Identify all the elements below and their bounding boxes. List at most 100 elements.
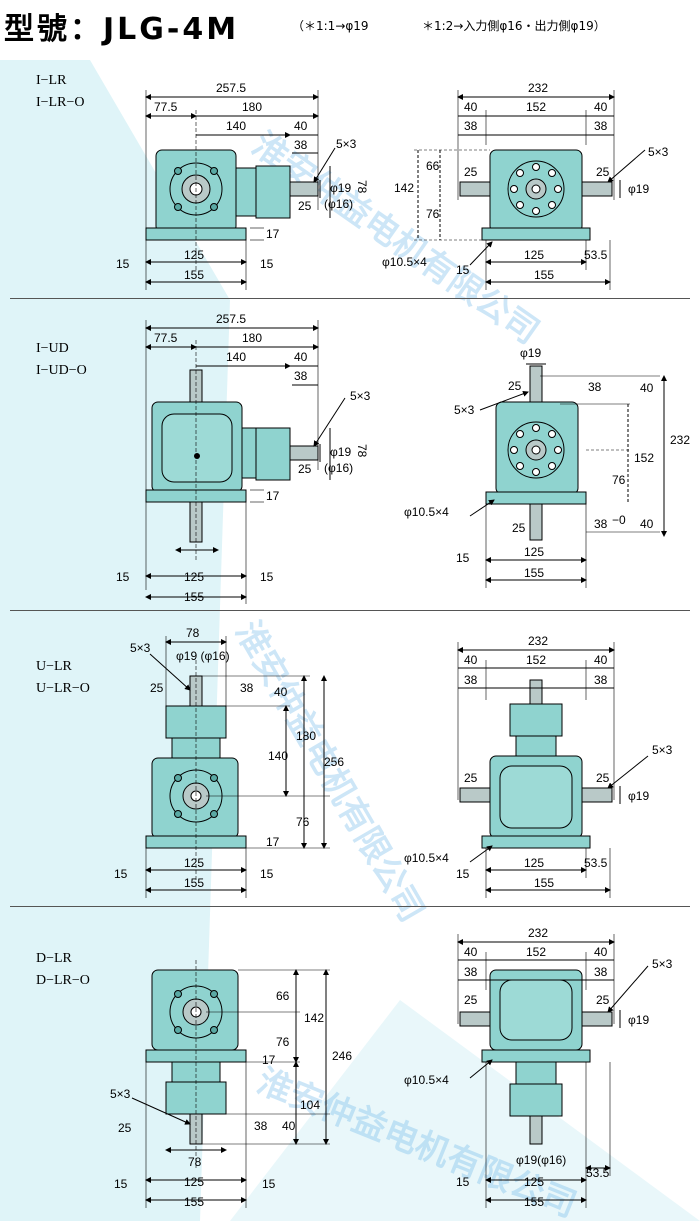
bolt-hole (210, 810, 218, 818)
dim-text: 76 (296, 815, 310, 829)
dim-text: 140 (268, 749, 288, 763)
dim-text: φ10.5×4 (404, 1073, 449, 1087)
bolt-hole (210, 167, 218, 175)
bolt-hole (174, 1026, 182, 1034)
dim-text: 15 (260, 867, 274, 881)
s2-right-view (469, 363, 667, 588)
section-divider (10, 610, 690, 611)
base-foot (481, 1049, 591, 1063)
dim-text: −0 (612, 513, 626, 527)
dim-text: 155 (184, 268, 204, 282)
dim-text: φ19 (φ16) (176, 649, 230, 663)
label-line: D−LR−O (36, 973, 90, 988)
dim-text: 17 (266, 227, 280, 241)
dim-text: 40 (464, 100, 478, 114)
dim-text: 15 (116, 257, 130, 271)
center-mark (194, 453, 200, 459)
base-foot (481, 835, 591, 849)
bolt-hole (510, 185, 518, 193)
dim-text: 15 (114, 867, 128, 881)
housing-neck (515, 735, 557, 759)
bore-center (531, 445, 541, 455)
dim-text: φ19 (628, 182, 649, 196)
dim-text: 66 (276, 989, 290, 1003)
bolt-hole (174, 990, 182, 998)
dim-text: 125 (184, 1175, 204, 1189)
dim-text: 15 (260, 257, 274, 271)
dim-text: 38 (464, 965, 478, 979)
dim-text: 256 (324, 755, 344, 769)
dim-text: 5×3 (110, 1087, 131, 1101)
dim-text: 40 (640, 517, 654, 531)
dim-text: 17 (266, 835, 280, 849)
dim-text: 25 (118, 1121, 132, 1135)
dim-text: 140 (226, 119, 246, 133)
dim-text: 5×3 (130, 641, 151, 655)
output-shaft (581, 181, 613, 197)
flange-housing (509, 703, 563, 737)
flange-housing (255, 427, 291, 481)
output-shaft (581, 1011, 613, 1027)
bolt-hole (174, 810, 182, 818)
section-4-label: D−LR D−LR−O (36, 948, 90, 992)
dim-text: 155 (184, 876, 204, 890)
dim-text: 152 (526, 100, 546, 114)
dim-text: 5×3 (652, 743, 673, 757)
s2-left-dims: 257.5 77.5 180 140 40 38 5×3 φ19 (φ16) 2… (116, 312, 371, 604)
dim-text: 77.5 (154, 331, 178, 345)
dim-text: 15 (262, 1177, 276, 1191)
dim-text: 15 (260, 570, 274, 584)
bolt-hole (548, 169, 556, 177)
header: 型號：JLG-4M （＊1:1→φ19 ＊1:2→入力側φ16・出力側φ19） (0, 0, 700, 47)
dim-text: φ10.5×4 (382, 255, 427, 269)
dim-text: 38 (254, 1119, 268, 1133)
dim-text: 142 (394, 181, 414, 195)
s1-right-dims: 232 40 152 40 38 38 66 142 76 25 25 5×3 … (382, 81, 669, 282)
dim-text: 152 (526, 945, 546, 959)
bolt-hole (210, 990, 218, 998)
section-2-label: I−UD I−UD−O (36, 338, 87, 382)
section-divider (10, 906, 690, 907)
dim-text: 180 (242, 100, 262, 114)
s2-right-dims: φ19 25 38 40 5×3 232 152 76 φ10.5×4 25 3… (404, 346, 690, 580)
input-shaft (459, 181, 491, 197)
label-line: D−LR (36, 951, 72, 966)
output-shaft (581, 787, 613, 803)
base-foot (485, 491, 587, 505)
ratio-note-1: （＊1:1→φ19 (292, 19, 369, 33)
bolt-hole (516, 462, 524, 470)
s3-right-view (457, 642, 649, 898)
s1-left-dims: 257.5 77.5 180 140 40 38 5×3 φ19 (φ16) 2… (116, 81, 369, 282)
top-shaft (529, 679, 543, 707)
bolt-hole (532, 468, 540, 476)
housing-neck (235, 167, 257, 217)
top-shaft (529, 365, 543, 405)
dim-text: 38 (464, 673, 478, 687)
label-line: I−UD−O (36, 363, 87, 378)
dim-text: 125 (524, 1175, 544, 1189)
dim-text: 5×3 (652, 957, 673, 971)
bolt-hole (548, 201, 556, 209)
output-shaft (289, 445, 319, 461)
dim-text: 40 (594, 653, 608, 667)
dim-text: 155 (524, 566, 544, 580)
dim-text: 15 (114, 1177, 128, 1191)
dim-text: 5×3 (648, 145, 669, 159)
s3-left-dims: 78 5×3 φ19 (φ16) 25 38 40 180 140 256 76… (114, 626, 344, 890)
dim-text: 78 (186, 626, 200, 640)
dim-text: 77.5 (154, 100, 178, 114)
dim-text: 76 (276, 1035, 290, 1049)
label-line: I−LR (36, 73, 67, 88)
dim-text: 15 (456, 1175, 470, 1189)
dim-text: φ19 (330, 181, 351, 195)
s3-right-dims: 232 40 152 40 38 38 5×3 25 25 φ19 φ10.5×… (404, 634, 673, 890)
flange-housing (255, 165, 291, 219)
dim-text: 38 (594, 517, 608, 531)
dim-text: 38 (594, 119, 608, 133)
dim-text: φ19 (628, 1013, 649, 1027)
dim-text: 180 (296, 729, 316, 743)
dim-text: 152 (634, 451, 654, 465)
dim-text: φ19 (628, 789, 649, 803)
